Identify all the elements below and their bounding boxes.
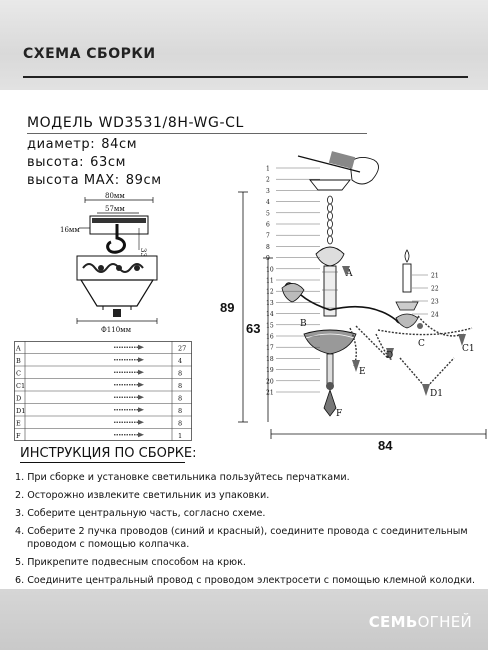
crystal-label-d: D <box>386 351 393 361</box>
part-letter: E <box>16 420 21 428</box>
callout-number: 5 <box>266 210 270 217</box>
callout-number: 18 <box>266 356 274 363</box>
instruction-step: 4. Соберите 2 пучка проводов (синий и кр… <box>15 526 468 537</box>
crystal-label-b: B <box>300 319 307 329</box>
model-divider <box>27 133 367 134</box>
part-letter: C <box>16 370 21 378</box>
callout-number: 1 <box>266 166 270 173</box>
part-letter: A <box>15 345 21 353</box>
spec-diameter: диаметр: 84см <box>27 137 137 152</box>
footer-band <box>0 589 488 650</box>
part-crystal-icon <box>138 419 144 425</box>
part-crystal-icon <box>138 394 144 400</box>
callout-number: 12 <box>266 289 274 296</box>
chandelier-diagram: 89 63 84 <box>220 151 487 453</box>
crystal-label-c1: C1 <box>462 344 475 354</box>
part-qty: 8 <box>178 420 182 428</box>
part-crystal-icon <box>138 369 144 375</box>
mount-diameter: Ф110мм <box>101 326 132 334</box>
crystal-label-a: A <box>345 269 353 279</box>
mount-width-outer: 80мм <box>105 192 125 200</box>
part-qty: 8 <box>178 382 182 390</box>
spec-diameter-label: диаметр: <box>27 137 96 152</box>
spec-height-max: высота MAX: 89см <box>27 173 162 188</box>
mount-diagram: 80мм 57мм 16мм 33мм Ф110мм <box>60 192 158 334</box>
part-crystal-icon <box>138 344 144 350</box>
callout-number: 7 <box>266 233 270 240</box>
crystal-label-f: F <box>336 409 342 419</box>
callout-number: 11 <box>266 278 274 285</box>
model-name: МОДЕЛЬ WD3531/8H-WG-CL <box>27 115 244 131</box>
part-qty: 4 <box>178 357 182 365</box>
instruction-step: 3. Соберите центральную часть, согласно … <box>15 508 266 519</box>
page-title: СХЕМА СБОРКИ <box>23 46 156 62</box>
callout-number: 10 <box>266 266 274 273</box>
callout-number: 4 <box>266 199 270 206</box>
instruction-step: 5. Прикрепите подвесным способом на крюк… <box>15 557 246 568</box>
callout-number: 9 <box>266 255 270 262</box>
part-qty: 27 <box>178 345 186 353</box>
height-value: 63 <box>246 321 260 336</box>
part-crystal-icon <box>138 357 144 363</box>
part-letter: D1 <box>16 407 25 415</box>
brand-logo: СЕМЬОГНЕЙ <box>369 613 472 631</box>
crystal-label-e: E <box>359 367 366 377</box>
brand-rest: ОГНЕЙ <box>417 613 472 631</box>
instructions-title: ИНСТРУКЦИЯ ПО СБОРКЕ: <box>20 446 197 461</box>
callout-number: 15 <box>266 322 274 329</box>
part-qty: 8 <box>178 370 182 378</box>
instruction-step: 2. Осторожно извлеките светильник из упа… <box>15 490 270 501</box>
spec-height-max-value: 89см <box>125 173 162 188</box>
callout-number: 19 <box>266 367 274 374</box>
callout-number: 23 <box>431 299 439 306</box>
width-value: 84 <box>378 438 393 453</box>
callout-number: 2 <box>266 177 270 184</box>
spec-height-value: 63см <box>90 155 127 170</box>
callout-number: 21 <box>431 273 439 280</box>
callout-number: 14 <box>266 311 274 318</box>
callout-number: 13 <box>266 300 274 307</box>
mount-width-inner: 57мм <box>105 205 125 213</box>
part-crystal-icon <box>138 432 144 438</box>
part-letter: B <box>16 357 21 365</box>
callout-number: 16 <box>266 334 274 341</box>
header-divider <box>23 76 468 78</box>
part-qty: 1 <box>178 432 182 440</box>
spec-height-label: высота: <box>27 155 85 170</box>
spec-diameter-value: 84см <box>101 137 138 152</box>
part-letter: F <box>16 432 21 440</box>
part-qty: 8 <box>178 407 182 415</box>
callout-number: 22 <box>431 286 439 293</box>
header-band: СХЕМА СБОРКИ <box>0 0 488 90</box>
part-crystal-icon <box>138 407 144 413</box>
part-letter: C1 <box>16 382 25 390</box>
instructions-divider <box>20 462 185 463</box>
part-letter: D <box>16 395 21 403</box>
callout-number: 21 <box>266 390 274 397</box>
instruction-step-continuation: проводом с помощью колпачка. <box>27 539 190 550</box>
callout-number: 17 <box>266 345 274 352</box>
callout-number: 3 <box>266 188 270 195</box>
part-qty: 8 <box>178 395 182 403</box>
crystal-label-d1: D1 <box>430 389 443 399</box>
spec-height-max-label: высота MAX: <box>27 173 120 188</box>
brand-bold: СЕМЬ <box>368 613 418 631</box>
mount-height-left: 16мм <box>60 226 80 234</box>
instruction-step: 6. Соедините центральный провод с провод… <box>15 575 476 586</box>
crystal-label-c: C <box>418 339 425 349</box>
part-crystal-icon <box>138 382 144 388</box>
callout-number: 24 <box>431 312 439 319</box>
callout-number: 6 <box>266 222 270 229</box>
spec-height: высота: 63см <box>27 155 126 170</box>
max-height-value: 89 <box>220 300 234 315</box>
callout-number: 8 <box>266 244 270 251</box>
callout-number: 20 <box>266 378 274 385</box>
instruction-step: 1. При сборке и установке светильника по… <box>15 472 350 483</box>
